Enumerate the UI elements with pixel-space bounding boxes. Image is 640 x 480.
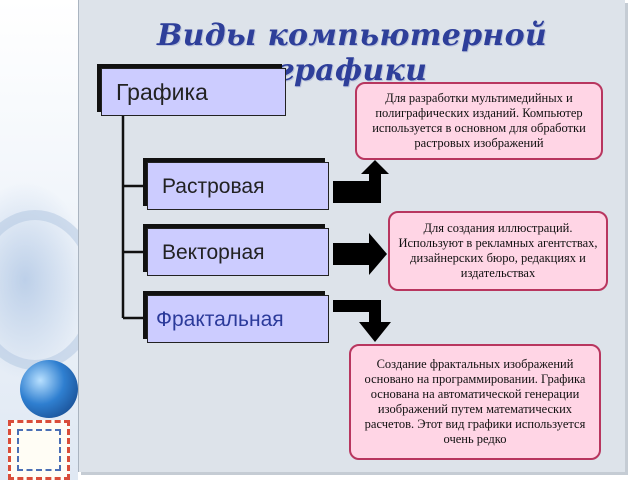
decor-ring-icon xyxy=(0,210,78,370)
root-label: Графика xyxy=(116,78,208,105)
arrow-down-icon xyxy=(333,300,391,342)
tree-lines xyxy=(121,110,147,320)
note-raster: Для разработки мультимедийных и полиграф… xyxy=(355,82,603,160)
globe-icon xyxy=(20,360,78,418)
arrow-up-icon xyxy=(333,160,389,203)
type-label-vector: Векторная xyxy=(162,240,265,264)
note-vector: Для создания иллюстраций. Используют в р… xyxy=(388,211,608,291)
note-fractal: Создание фрактальных изображений основан… xyxy=(349,344,601,460)
note-fractal-text: Создание фрактальных изображений основан… xyxy=(364,357,586,446)
type-box-vector: Векторная xyxy=(147,228,329,276)
type-label-fractal: Фрактальная xyxy=(156,307,284,331)
slide-title: Виды компьютерной графики xyxy=(156,18,548,88)
connectors xyxy=(121,110,391,342)
type-label-raster: Растровая xyxy=(162,174,265,198)
slide: Виды компьютерной графики Графика Растро… xyxy=(78,0,625,472)
root-box-graphics: Графика xyxy=(101,68,286,116)
note-vector-text: Для создания иллюстраций. Используют в р… xyxy=(398,221,598,280)
arrow-right-icon xyxy=(333,233,387,275)
note-raster-text: Для разработки мультимедийных и полиграф… xyxy=(372,91,586,150)
left-decoration xyxy=(0,0,78,480)
type-box-raster: Растровая xyxy=(147,162,329,210)
type-box-fractal: Фрактальная xyxy=(147,295,329,343)
envelope-stamp-icon xyxy=(8,420,70,480)
